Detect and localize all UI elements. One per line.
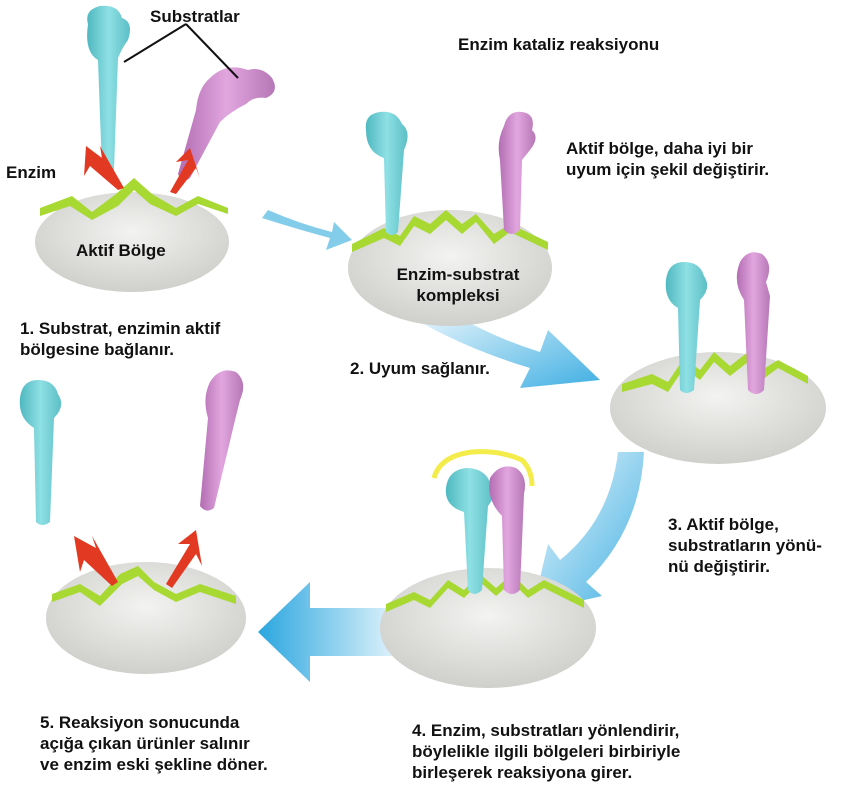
stage-5 <box>20 370 246 674</box>
label-active-site: Aktif Bölge <box>76 240 166 261</box>
annotation-active-site-change: Aktif bölge, daha iyi bir uyum için şeki… <box>566 138 769 180</box>
flow-arrow-1-to-2 <box>262 210 352 250</box>
step-2-caption: 2. Uyum sağlanır. <box>350 358 490 379</box>
substrate-cyan <box>366 112 408 235</box>
flow-arrow-4-to-5 <box>258 582 400 682</box>
substrate-cyan <box>87 6 130 174</box>
label-substrates: Substratlar <box>150 6 240 27</box>
step-1-caption: 1. Substrat, enzimin aktif bölgesine bağ… <box>20 318 220 360</box>
substrate-cyan <box>20 380 61 525</box>
step-4-caption: 4. Enzim, substratları yönlendirir, böyl… <box>412 720 680 783</box>
label-complex: Enzim-substrat kompleksi <box>382 264 534 306</box>
label-enzyme: Enzim <box>6 162 56 183</box>
stage-3 <box>610 252 826 464</box>
diagram-title: Enzim kataliz reaksiyonu <box>458 34 659 55</box>
step-5-caption: 5. Reaksiyon sonucunda açığa çıkan ürünl… <box>40 712 268 775</box>
substrate-magenta <box>499 112 536 234</box>
step-3-caption: 3. Aktif bölge, substratların yönü- nü d… <box>668 514 822 577</box>
substrate-magenta <box>200 370 243 510</box>
